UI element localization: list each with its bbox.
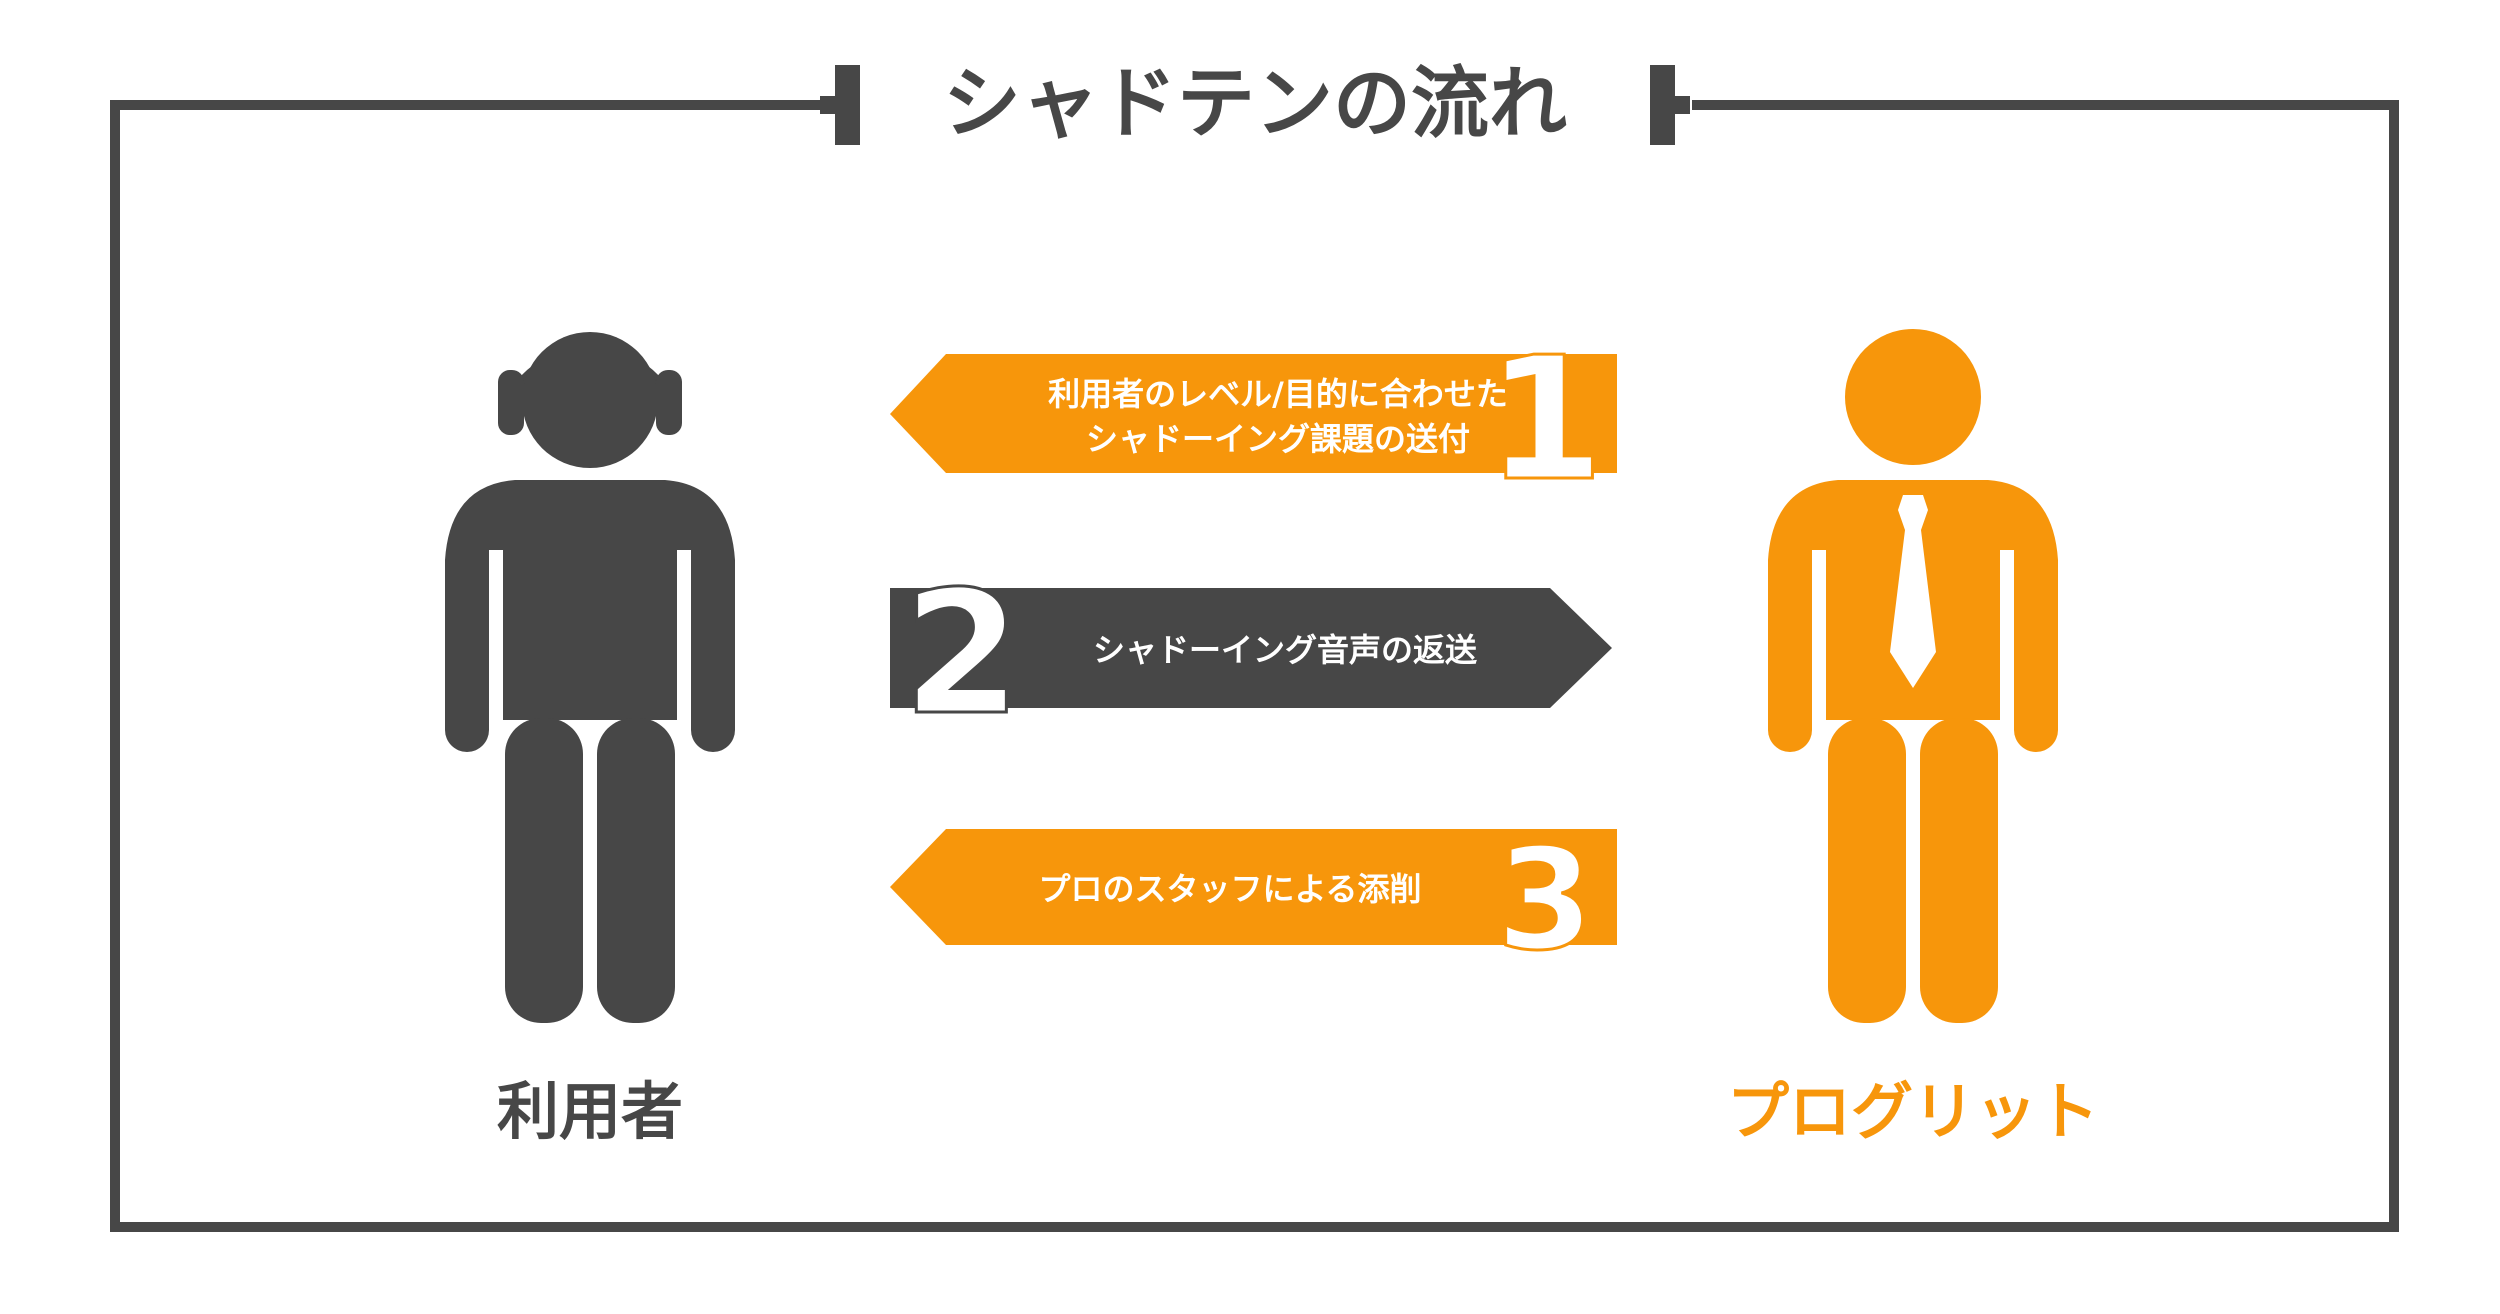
step-3-number: 3 [1496, 819, 1593, 982]
frame-right-connector-icon [1650, 65, 1675, 145]
user-head [522, 332, 658, 468]
user-right-leg [597, 718, 675, 1023]
user-left-leg [505, 718, 583, 1023]
step-1-arrow-shape [890, 354, 1617, 473]
step-3-text: プロのスタッフによる添削 [1038, 870, 1421, 908]
progrit-left-leg [1828, 718, 1906, 1023]
progrit-head [1845, 329, 1981, 465]
step-1-text-line1: 利用者のレベル/目的に合わせた [1048, 375, 1508, 413]
step-2-text: シャドーイング音声の返送 [1093, 631, 1477, 669]
frame-right-connector-cap [1672, 96, 1690, 114]
step-2-arrow: 2 シャドーイング音声の返送 [890, 554, 1612, 755]
user-leg-gap [583, 720, 597, 1025]
progrit-leg-gap [1906, 720, 1920, 1025]
step-1-number: 1 [1486, 321, 1604, 519]
frame-border [110, 100, 2399, 1232]
frame-left-connector-icon [835, 65, 860, 145]
person-with-headphones-icon [445, 332, 735, 1025]
frame-left-connector-cap [820, 96, 838, 114]
step-2-arrow-shape [890, 588, 1612, 708]
person-with-tie-icon [1768, 329, 2058, 1025]
progrit-label: プログリット [1727, 1075, 2099, 1148]
headphone-left-cup [498, 370, 524, 435]
progrit-right-leg [1920, 718, 1998, 1023]
step-1-text-line2: シャドーイング課題の送付 [1086, 420, 1470, 458]
user-label: 利用者 [497, 1075, 683, 1148]
headphone-right-cup [656, 370, 682, 435]
step-2-number: 2 [903, 555, 1021, 753]
tie-icon [1890, 495, 1936, 688]
frame [110, 65, 2399, 1232]
step-3-arrow: プロのスタッフによる添削 3 [890, 818, 1617, 984]
step-3-arrow-shape [890, 829, 1617, 945]
diagram-title: シャドテンの流れ [943, 59, 1567, 149]
user-torso [445, 480, 735, 752]
step-1-arrow: 利用者のレベル/目的に合わせた シャドーイング課題の送付 1 [890, 320, 1617, 521]
